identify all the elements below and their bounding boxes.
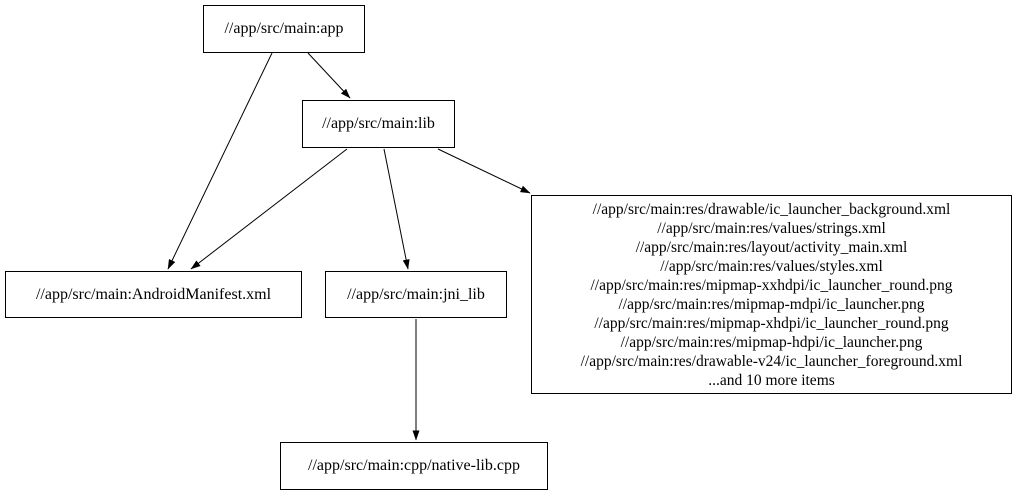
edge-lib-to-resources <box>437 148 531 194</box>
resource-item: //app/src/main:res/mipmap-xxhdpi/ic_laun… <box>590 276 953 294</box>
node-lib-label: //app/src/main:lib <box>322 115 435 132</box>
edge-lib-to-manifest <box>190 148 348 270</box>
edge-lib-to-jni-lib <box>383 148 410 270</box>
resource-item: //app/src/main:res/drawable-v24/ic_launc… <box>580 352 963 370</box>
node-lib: //app/src/main:lib <box>302 100 455 148</box>
node-jni-lib: //app/src/main:jni_lib <box>325 271 507 318</box>
node-native-cpp-label: //app/src/main:cpp/native-lib.cpp <box>308 457 520 474</box>
resource-item: //app/src/main:res/values/styles.xml <box>660 257 883 275</box>
node-resources-group: //app/src/main:res/drawable/ic_launcher_… <box>531 195 1012 394</box>
resource-more-items: ...and 10 more items <box>708 371 835 389</box>
node-android-manifest-label: //app/src/main:AndroidManifest.xml <box>35 285 272 303</box>
resource-item: //app/src/main:res/mipmap-mdpi/ic_launch… <box>618 295 925 313</box>
resource-item: //app/src/main:res/drawable/ic_launcher_… <box>592 200 951 218</box>
resource-item: //app/src/main:res/layout/activity_main.… <box>635 238 908 256</box>
node-app: //app/src/main:app <box>203 5 365 53</box>
node-app-label: //app/src/main:app <box>224 20 344 37</box>
edge-app-to-lib <box>307 52 351 99</box>
resource-item: //app/src/main:res/mipmap-hdpi/ic_launch… <box>620 333 923 351</box>
node-native-cpp: //app/src/main:cpp/native-lib.cpp <box>280 442 548 490</box>
node-android-manifest: //app/src/main:AndroidManifest.xml <box>5 271 302 318</box>
resource-item: //app/src/main:res/values/strings.xml <box>657 219 886 237</box>
edge-app-to-manifest <box>167 52 273 270</box>
node-jni-lib-label: //app/src/main:jni_lib <box>347 285 485 303</box>
resource-item: //app/src/main:res/mipmap-xhdpi/ic_launc… <box>594 314 949 332</box>
